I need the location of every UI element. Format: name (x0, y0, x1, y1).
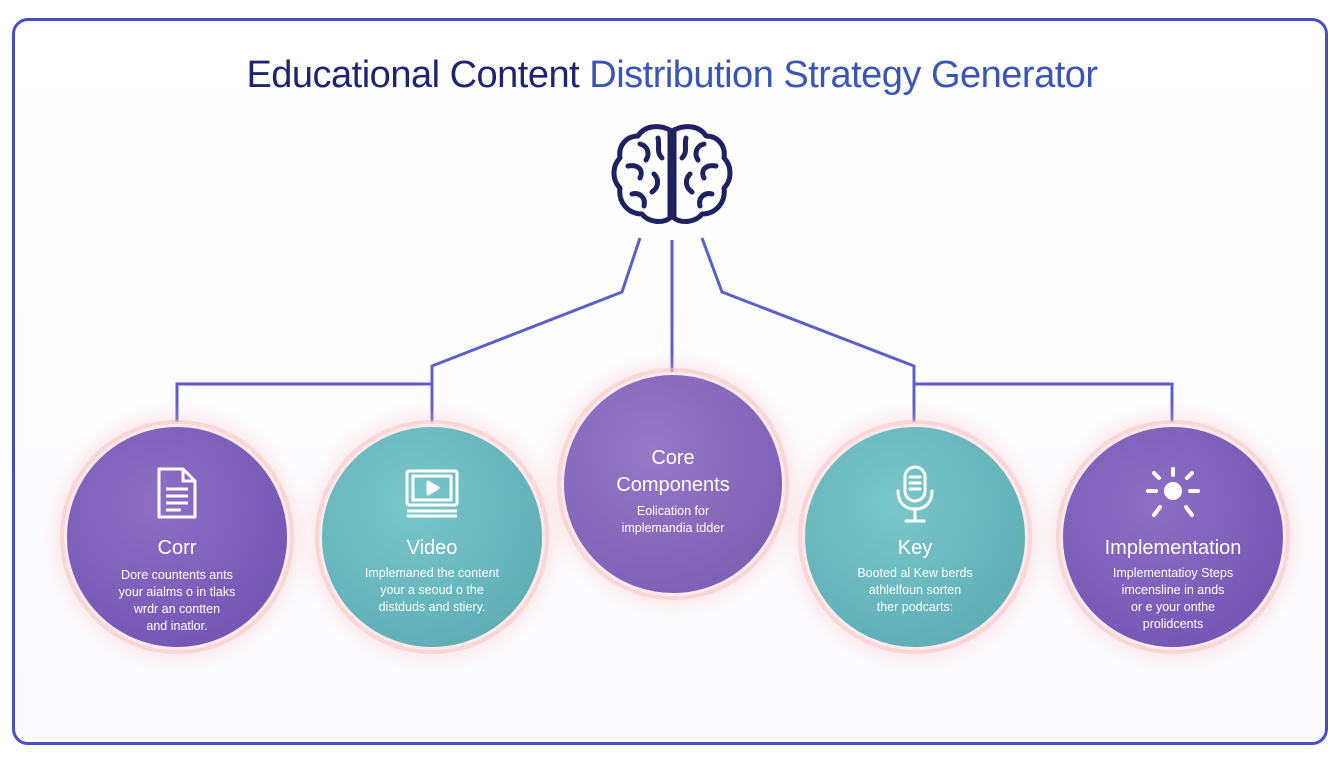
microphone-icon (805, 463, 1025, 527)
node-label: Key (897, 537, 933, 559)
title-part-2: Distribution Strategy Generator (589, 54, 1098, 96)
node-label: Core Components (616, 447, 730, 496)
node-label: Corr (157, 537, 197, 559)
node-description: Eolication for implemandia tdder (621, 504, 725, 535)
node-description: Implemaned the content your a seoud o th… (364, 566, 500, 614)
node-label: Implementation (1104, 537, 1242, 559)
brain-icon (611, 124, 733, 224)
video-icon (322, 467, 542, 519)
node-key: Key Booted al Kew berds athlelfoun sorte… (802, 424, 1028, 650)
node-description: Booted al Kew berds athlelfoun sorten th… (857, 566, 973, 614)
node-label: Video (406, 537, 458, 559)
title-part-1: Educational Content (246, 54, 590, 96)
sparkle-icon (1063, 463, 1283, 525)
node-video: Video Implemaned the content your a seou… (319, 424, 545, 650)
node-content: Corr Dore countents ants your aialms o i… (64, 424, 290, 650)
node-core-components: Core Components Eolication for implemand… (561, 372, 785, 596)
node-description: Dore countents ants your aialms o in tla… (118, 568, 236, 633)
diagram-title: Educational Content Distribution Strateg… (0, 54, 1344, 97)
document-icon (67, 465, 287, 521)
node-description: Implementatioy Steps imcensline in ands … (1112, 566, 1234, 631)
node-implementation: Implementation Implementatioy Steps imce… (1060, 424, 1286, 650)
